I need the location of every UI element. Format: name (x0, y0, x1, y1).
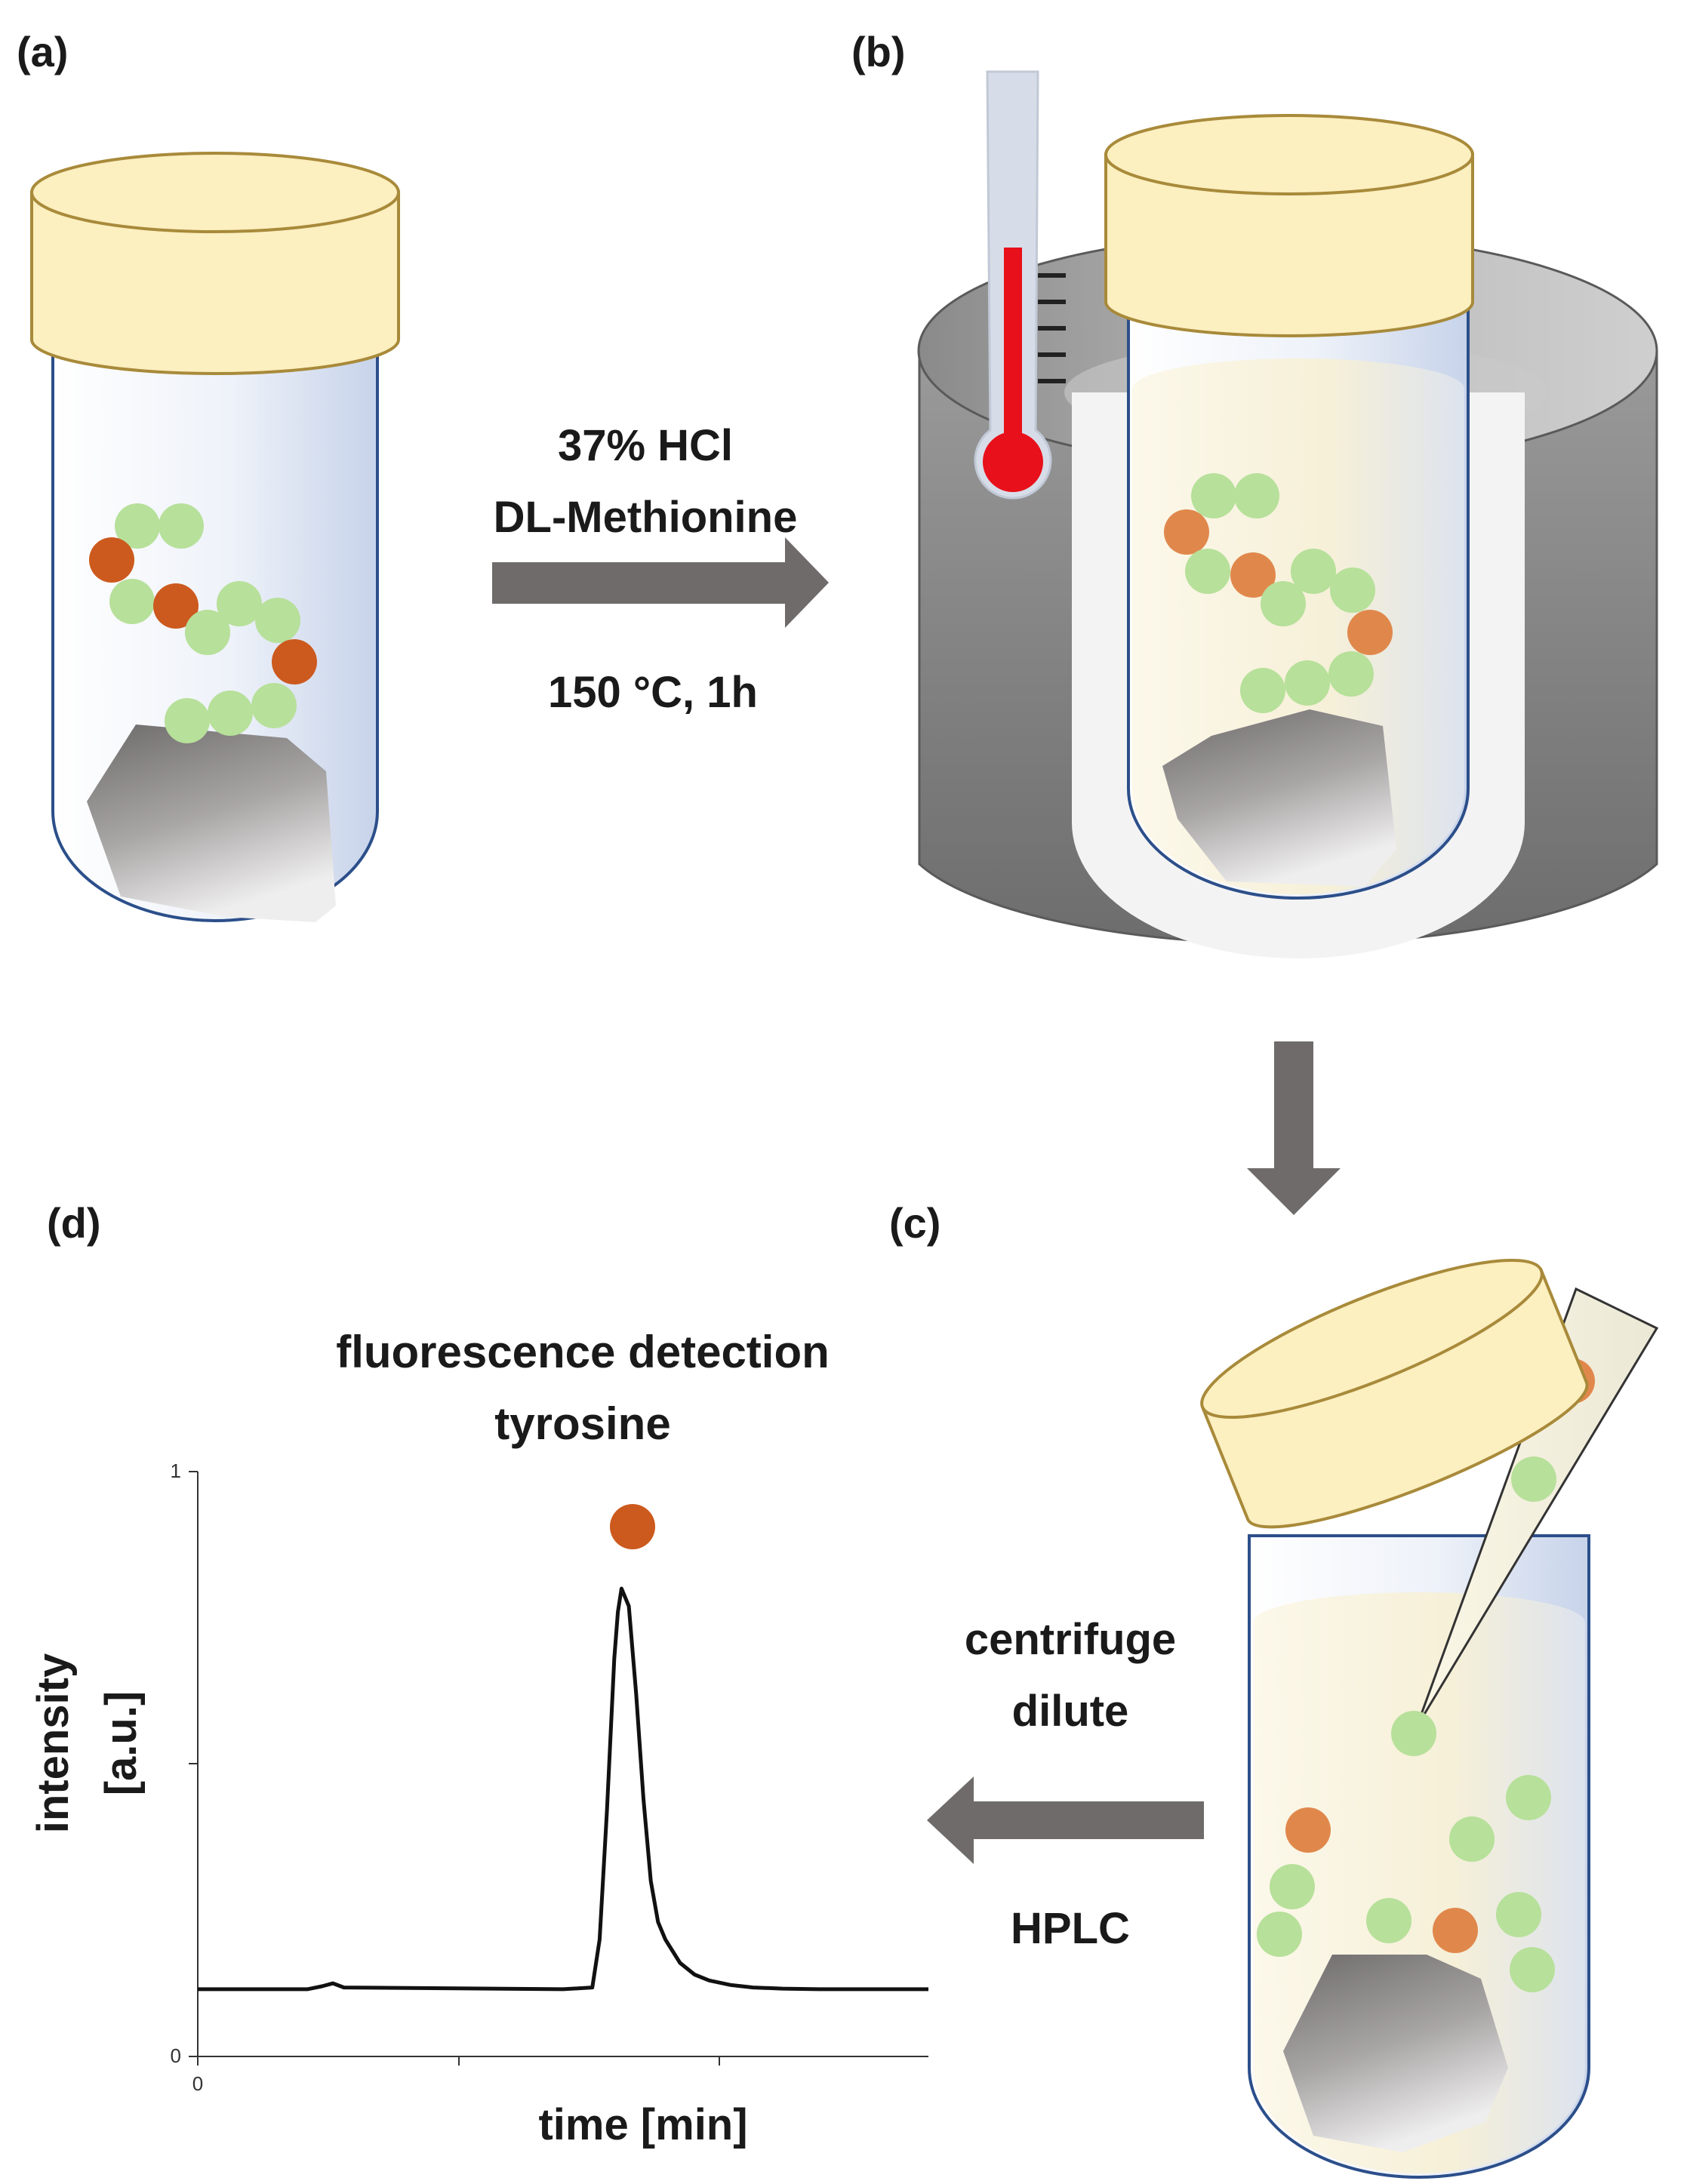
y-axis-unit: [a.u.] (97, 1691, 146, 1796)
tyrosine-marker (610, 1504, 655, 1549)
protein-chain-b (1164, 473, 1393, 713)
protein-chain-a (89, 503, 317, 743)
tube-b (1104, 114, 1474, 900)
panel-label-c: (c) (889, 1199, 940, 1247)
detection-title: fluorescence detection (336, 1327, 830, 1377)
process-label-2: dilute (1012, 1687, 1129, 1736)
process-label: centrifuge (965, 1615, 1176, 1664)
arrow-a-to-b: 37% HCl DL-Methionine 150 °C, 1h (492, 421, 829, 717)
detection-analyte: tyrosine (494, 1398, 670, 1449)
x-tick-zero: 0 (192, 2072, 203, 2095)
tube-a (30, 152, 400, 922)
panel-label-a: (a) (17, 28, 68, 75)
conditions-label: 150 °C, 1h (548, 668, 758, 717)
panel-label-d: (d) (47, 1199, 101, 1247)
reagent-label: 37% HCl (558, 421, 733, 470)
panel-label-b: (b) (851, 28, 906, 75)
hplc-label: HPLC (1011, 1904, 1130, 1953)
tube-cap-c (1200, 1258, 1589, 1529)
reagent-label-2: DL-Methionine (494, 493, 798, 542)
sample-rock-icon-b (1162, 709, 1396, 887)
arrow-b-to-c (1247, 1041, 1341, 1215)
x-axis-label: time [min] (538, 2100, 747, 2149)
sample-rock-icon-c (1283, 1955, 1508, 2152)
tube-cap-b (1104, 114, 1474, 337)
y-tick-max: 1 (171, 1460, 181, 1482)
chromatogram-chart: 1 0 0 time [min] intensity [a.u.] (29, 1460, 928, 2149)
signal-trace (198, 1586, 928, 1992)
tube-c (1248, 1534, 1590, 2179)
tube-cap-a (30, 152, 400, 375)
y-tick-min: 0 (171, 2044, 181, 2067)
free-amino-acids (1257, 1775, 1555, 1992)
thermometer-icon (974, 70, 1066, 500)
arrow-c-to-d: centrifuge dilute HPLC (927, 1615, 1204, 1953)
sample-rock-icon (87, 724, 336, 922)
y-axis-label: intensity (29, 1653, 78, 1834)
